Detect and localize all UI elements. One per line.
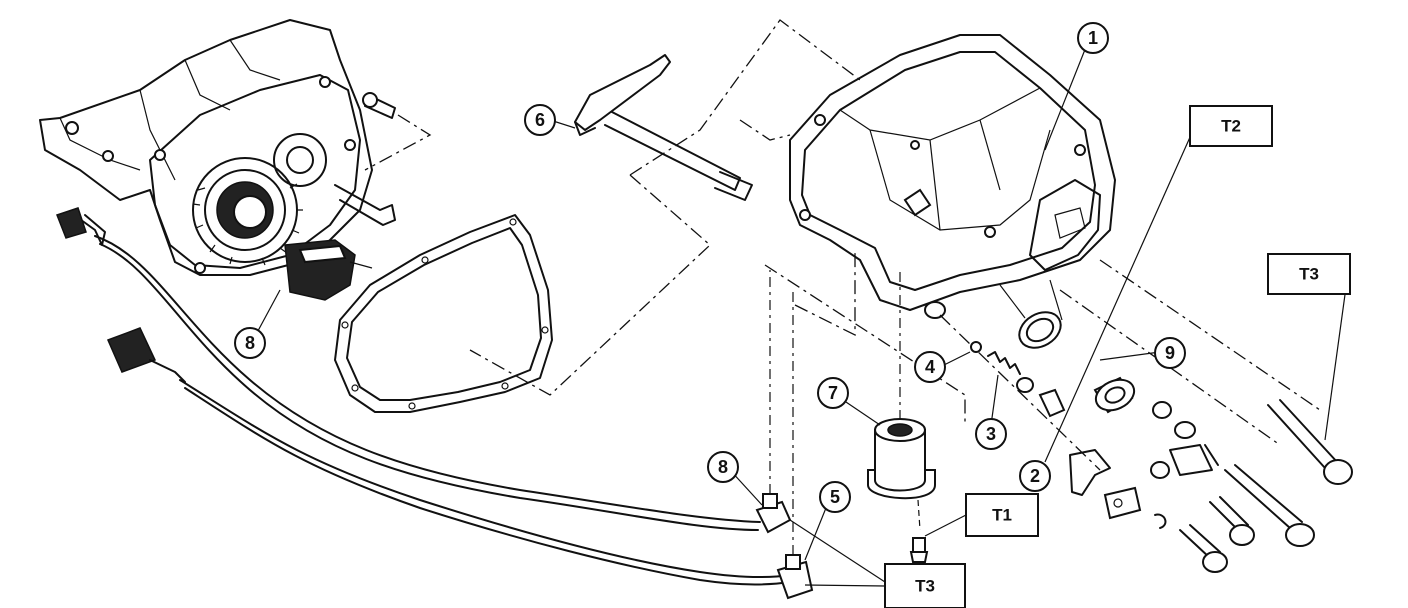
shift-rod-part [574, 54, 753, 201]
extension-housing [789, 34, 1321, 471]
torque-label-t1: T1 [965, 493, 1039, 537]
callout-5: 5 [819, 481, 851, 513]
svg-text:T1: T1 [992, 506, 1012, 525]
svg-text:1: 1 [1088, 28, 1098, 48]
svg-text:8: 8 [245, 333, 255, 353]
svg-text:9: 9 [1165, 343, 1175, 363]
callout-8-part: 8 [707, 451, 739, 483]
callout-3: 3 [975, 418, 1007, 450]
svg-text:5: 5 [830, 487, 840, 507]
speedometer-driven-gear [867, 270, 936, 563]
svg-text:T3: T3 [915, 577, 935, 596]
sensor-8-part [755, 270, 792, 534]
callout-7: 7 [817, 377, 849, 409]
oil-seal-and-lever-parts [1069, 376, 1353, 573]
svg-text:T3: T3 [1299, 265, 1319, 284]
callout-9: 9 [1154, 337, 1186, 369]
detent-ball-spring-plug [970, 341, 1066, 418]
callout-2: 2 [1019, 460, 1051, 492]
wiring-harness-upper [56, 207, 761, 531]
svg-text:8: 8 [718, 457, 728, 477]
svg-text:2: 2 [1030, 466, 1040, 486]
callout-6: 6 [524, 104, 556, 136]
callout-4: 4 [914, 351, 946, 383]
svg-text:4: 4 [925, 357, 935, 377]
torque-label-t3-right: T3 [1267, 253, 1351, 295]
wiring-harness-lower [106, 327, 791, 586]
svg-text:3: 3 [986, 424, 996, 444]
assembly-guide-lines [469, 19, 966, 425]
transmission-assembly [39, 19, 432, 276]
leader-lines [251, 41, 1348, 587]
torque-label-t2: T2 [1189, 105, 1273, 147]
svg-text:6: 6 [535, 110, 545, 130]
sensor-5-part [776, 290, 814, 600]
callout-8-installed: 8 [234, 327, 266, 359]
torque-label-t3-bottom: T3 [884, 563, 966, 608]
callout-1: 1 [1077, 22, 1109, 54]
svg-text:T2: T2 [1221, 117, 1241, 136]
svg-text:7: 7 [828, 383, 838, 403]
housing-gasket [334, 214, 553, 413]
vehicle-speed-sensor-installed [284, 239, 373, 301]
